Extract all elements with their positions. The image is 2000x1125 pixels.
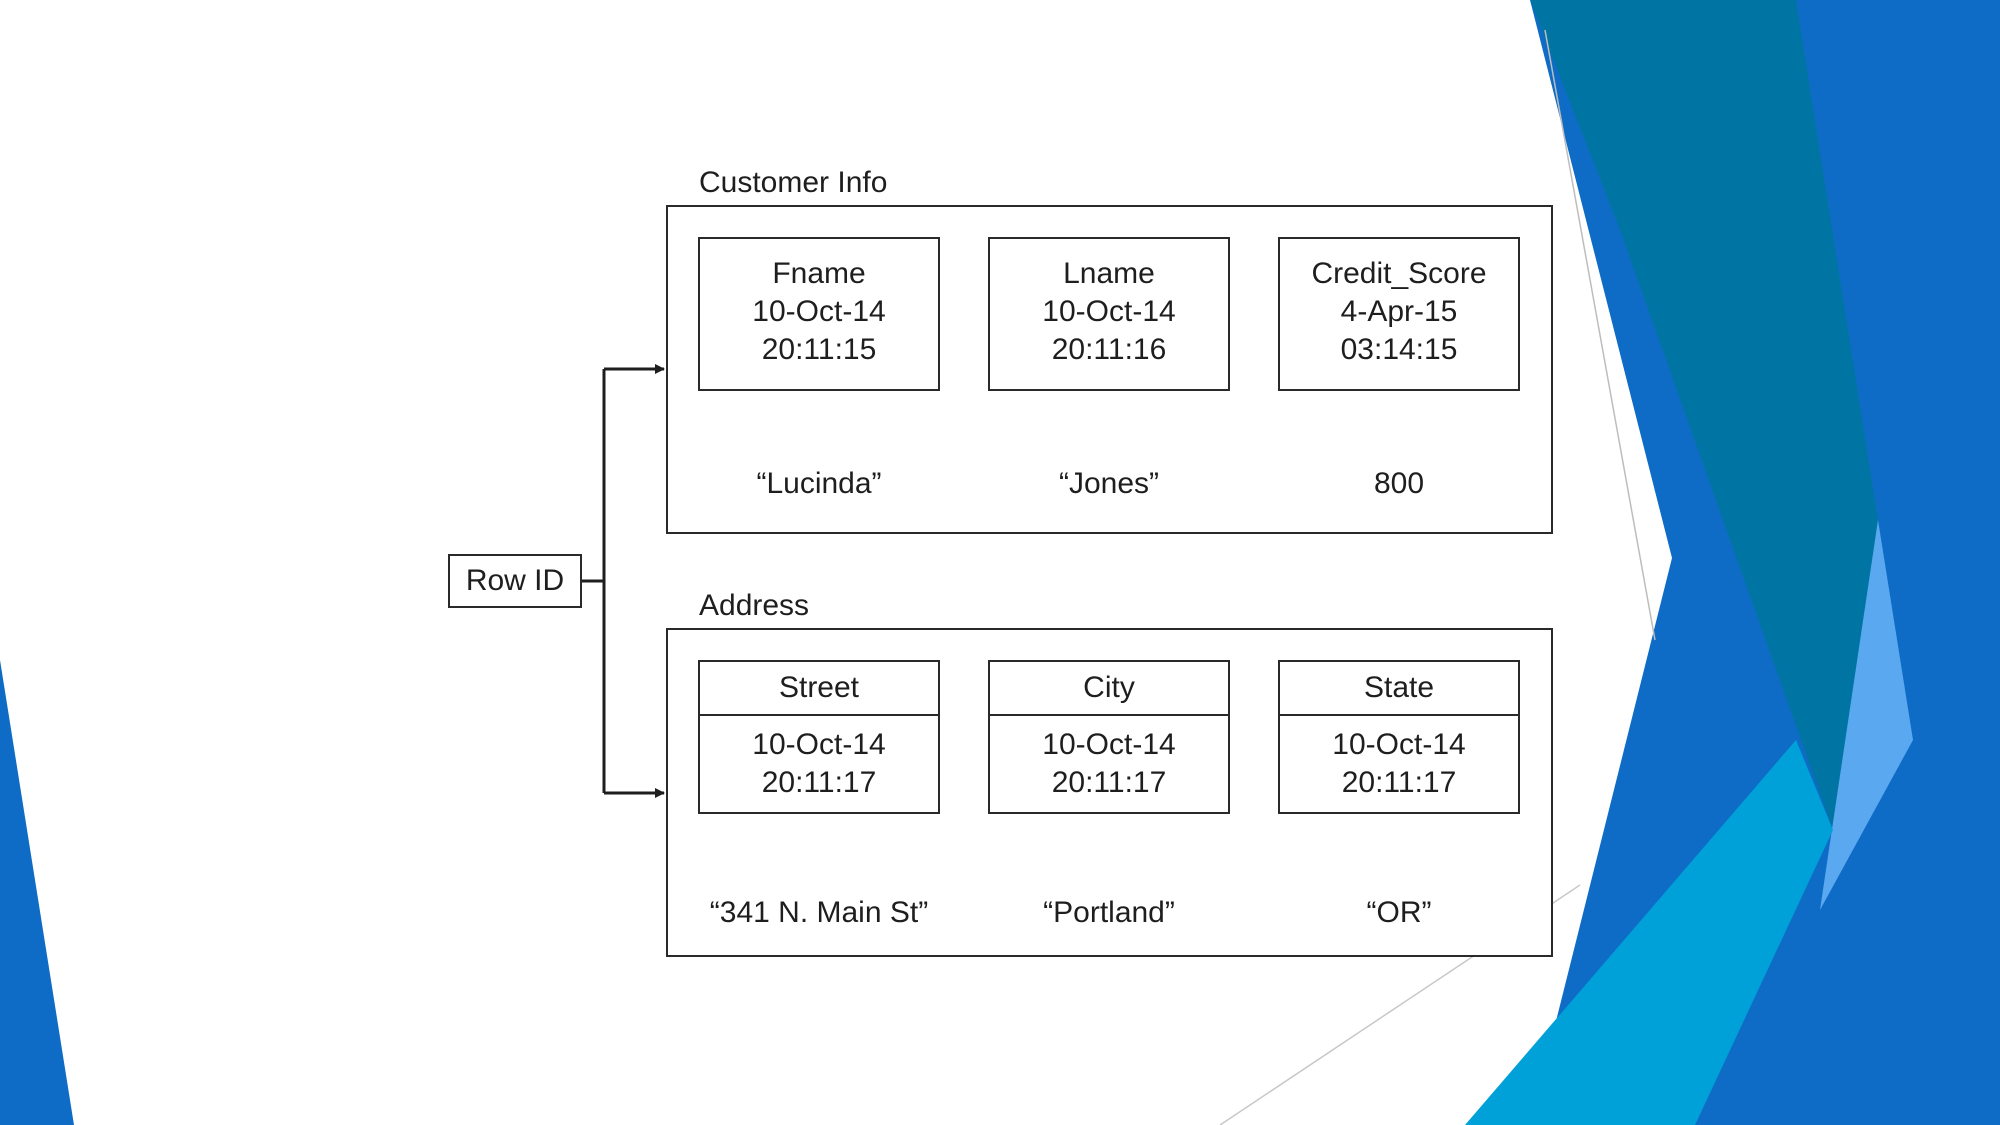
cell-name: City [1083,671,1135,704]
cell-date: 10-Oct-14 [1332,728,1466,761]
value-street: “341 N. Main St” [709,896,929,929]
cell-date: 10-Oct-14 [752,728,886,761]
cell-time: 20:11:15 [761,333,877,366]
cell-name: Fname [772,257,866,290]
cell-date: 4-Apr-15 [1340,295,1458,328]
cell-time: 20:11:16 [1051,333,1167,366]
cell-time: 03:14:15 [1340,333,1458,366]
cell-name: Credit_Score [1311,257,1487,290]
cell-date: 10-Oct-14 [752,295,886,328]
cell-time: 20:11:17 [1051,766,1167,799]
cell-name: Lname [1063,257,1155,290]
value-lname: “Jones” [1058,467,1160,500]
cell-name: Street [778,671,860,704]
group-title-customer-info: Customer Info [699,166,888,199]
cell-city: City 10-Oct-14 20:11:17 [988,660,1230,814]
value-city: “Portland” [1043,896,1175,929]
cell-fname: Fname 10-Oct-14 20:11:15 [698,237,940,391]
row-id-box: Row ID [448,554,582,608]
value-fname: “Lucinda” [756,467,882,500]
cell-name: State [1363,671,1435,704]
cell-state: State 10-Oct-14 20:11:17 [1278,660,1520,814]
cell-lname: Lname 10-Oct-14 20:11:16 [988,237,1230,391]
value-state: “OR” [1366,896,1432,929]
cell-time: 20:11:17 [761,766,877,799]
value-credit-score: 800 [1373,467,1425,500]
cell-street: Street 10-Oct-14 20:11:17 [698,660,940,814]
deco-bottom-cyan-shape [1465,740,1833,1125]
cell-credit-score: Credit_Score 4-Apr-15 03:14:15 [1278,237,1520,391]
deco-left-blue-shape [0,660,74,1125]
cell-time: 20:11:17 [1341,766,1457,799]
deco-right-teal-shape [1530,0,1878,830]
deco-thin-line-right [1544,29,1656,641]
cell-date: 10-Oct-14 [1042,295,1176,328]
group-title-address: Address [699,589,810,622]
deco-right-light-shape [1820,520,1913,910]
cell-date: 10-Oct-14 [1042,728,1176,761]
